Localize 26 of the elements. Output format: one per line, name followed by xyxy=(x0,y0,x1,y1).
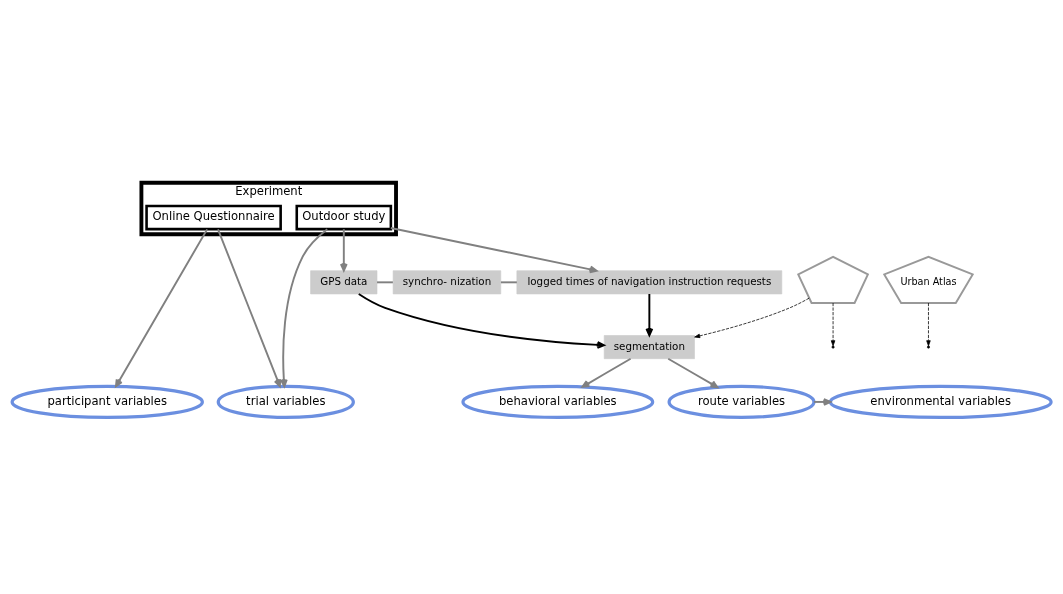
node-box: logged times of navigation instruction requests xyxy=(516,269,783,294)
arrow xyxy=(667,357,719,388)
connector xyxy=(376,280,394,283)
node-ellipse: environmental variables xyxy=(828,384,1053,419)
arrow xyxy=(115,227,209,387)
node-box: Online Questionnaire xyxy=(145,204,282,230)
node-box: segmentation xyxy=(603,334,695,359)
arrow xyxy=(357,292,606,349)
arrow xyxy=(813,397,832,406)
node-ellipse: trial variables xyxy=(216,384,355,419)
arrow xyxy=(280,227,329,387)
arrow xyxy=(645,292,654,336)
node-ellipse: participant variables xyxy=(10,384,204,419)
node-box: synchro- nization xyxy=(392,269,502,294)
node-pentagon xyxy=(797,255,870,304)
arrow xyxy=(581,357,632,388)
node-box: GPS data xyxy=(310,269,378,294)
arrow xyxy=(694,297,810,338)
arrow xyxy=(339,227,348,271)
node-box: Outdoor study xyxy=(295,204,393,230)
arrow xyxy=(926,302,931,346)
connector xyxy=(499,280,518,283)
arrow xyxy=(389,226,598,273)
arrow xyxy=(830,302,836,346)
node-ellipse: behavioral variables xyxy=(461,384,655,419)
node-ellipse: route variables xyxy=(667,384,816,419)
